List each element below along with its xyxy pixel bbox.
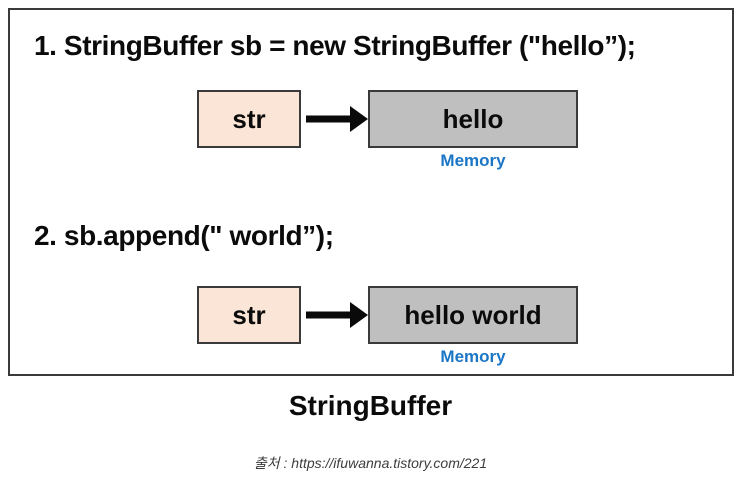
memory-label-step1: Memory xyxy=(440,151,506,170)
code-line-step2: 2. sb.append(" world”); xyxy=(34,220,334,251)
diagram-frame: 1. StringBuffer sb = new StringBuffer ("… xyxy=(8,8,734,376)
code-line-step1: 1. StringBuffer sb = new StringBuffer ("… xyxy=(34,30,636,61)
arrow-right-icon-step1 xyxy=(306,106,368,132)
source-attribution: 출처 : https://ifuwanna.tistory.com/221 xyxy=(253,455,488,471)
variable-box-str-step2: str xyxy=(197,286,301,344)
arrow-right-icon-step2 xyxy=(306,302,368,328)
memory-box-step1: hello xyxy=(368,90,578,148)
diagram-title: StringBuffer xyxy=(288,390,453,421)
memory-label-step2: Memory xyxy=(440,347,506,366)
memory-box-step2: hello world xyxy=(368,286,578,344)
variable-box-str-step1: str xyxy=(197,90,301,148)
